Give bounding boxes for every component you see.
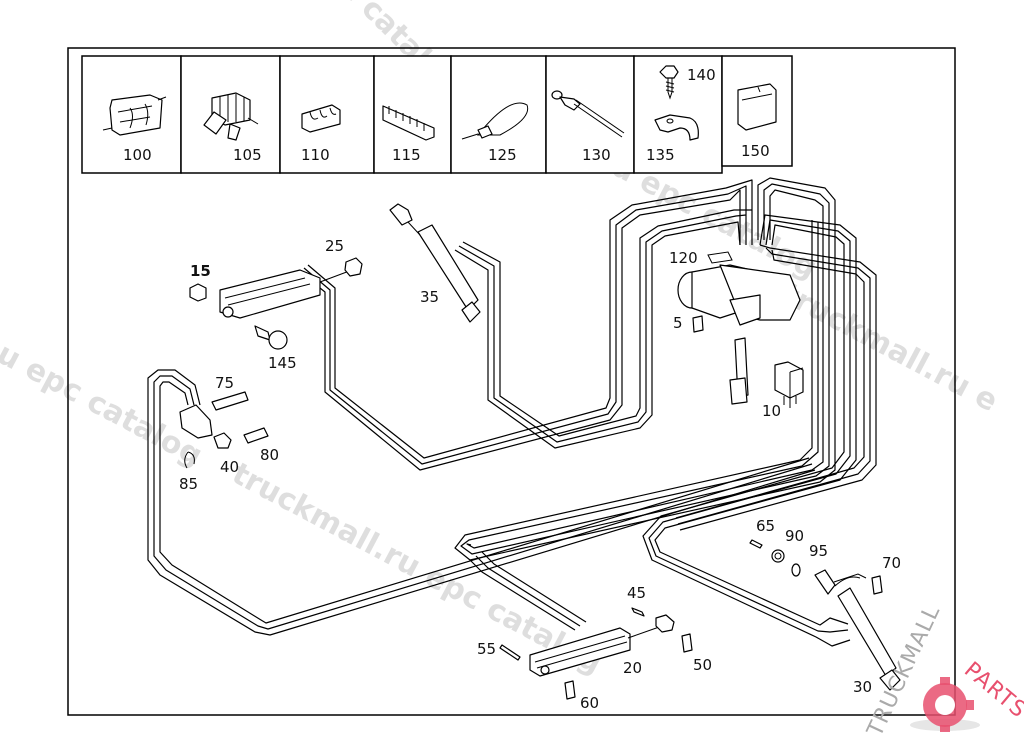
pipe-run — [642, 214, 857, 647]
legend-cell-125 — [450, 55, 547, 174]
clip-70 — [833, 573, 883, 595]
watermark-text: truckmall.ru e — [776, 276, 1003, 419]
legend-label-105: 105 — [233, 146, 262, 164]
hydraulic-lines — [147, 177, 877, 647]
screw-140-icon — [659, 65, 679, 100]
part-120 — [707, 251, 733, 264]
pin-65 — [749, 539, 763, 549]
callout-55: 55 — [477, 640, 496, 658]
legend-label-140: 140 — [687, 66, 716, 84]
callout-40: 40 — [220, 458, 239, 476]
callout-90: 90 — [785, 527, 804, 545]
cylinder-35 — [389, 203, 481, 323]
legend-label-100: 100 — [123, 146, 152, 164]
pin-45 — [631, 607, 645, 617]
nut-15 — [189, 283, 207, 302]
hydraulic-unit-5 — [677, 264, 801, 405]
cable-tie-125-icon — [461, 102, 529, 140]
legend-label-125: 125 — [488, 146, 517, 164]
legend-label-150: 150 — [741, 142, 770, 160]
legend-cell-105 — [180, 55, 281, 174]
callout-50: 50 — [693, 656, 712, 674]
callout-65: 65 — [756, 517, 775, 535]
pipe-run — [454, 177, 836, 561]
callout-85: 85 — [179, 475, 198, 493]
legend-label-130: 130 — [582, 146, 611, 164]
pipe-run — [147, 369, 816, 636]
diagram-frame — [67, 47, 956, 716]
clip-60 — [564, 680, 576, 700]
cylinder-20 — [529, 614, 675, 677]
pipe-run — [469, 551, 587, 631]
callout-95: 95 — [809, 542, 828, 560]
clip-150-icon — [737, 83, 777, 131]
clip-105-icon — [203, 92, 259, 141]
pin-75 — [211, 391, 249, 411]
pin-80 — [243, 427, 269, 444]
clip-100-icon — [102, 94, 167, 136]
legend-label-135: 135 — [646, 146, 675, 164]
bushing-90 — [771, 549, 785, 563]
callout-120: 120 — [669, 249, 698, 267]
legend-label-110: 110 — [301, 146, 330, 164]
callout-5: 5 — [673, 314, 683, 332]
pin-55 — [499, 644, 521, 661]
callout-35: 35 — [420, 288, 439, 306]
clip-50 — [681, 633, 693, 653]
legend-strip: 100 105 110 115 125 — [81, 55, 793, 174]
cable-tie-130-icon — [551, 90, 625, 138]
callout-75: 75 — [215, 374, 234, 392]
callout-10: 10 — [762, 402, 781, 420]
callout-145: 145 — [268, 354, 297, 372]
holder-110-icon — [301, 104, 341, 133]
callout-70: 70 — [882, 554, 901, 572]
watermark-text: u epc catalog — [0, 336, 208, 473]
cylinder-25 — [219, 257, 363, 319]
logo-text-right: PARTS — [959, 657, 1024, 723]
callout-15: 15 — [190, 262, 211, 280]
callout-80: 80 — [260, 446, 279, 464]
pipe-run — [454, 209, 752, 449]
pipe-clamp-135-icon — [654, 114, 699, 141]
callout-60: 60 — [580, 694, 599, 712]
pipe-run — [299, 179, 753, 471]
callout-25: 25 — [325, 237, 344, 255]
cylinder-30 — [814, 569, 901, 691]
callouts: 5 10 15 20 25 30 35 40 45 50 55 60 65 70… — [179, 237, 901, 712]
circlip-85 — [184, 451, 195, 469]
pipe-run — [675, 244, 877, 531]
relay-10 — [774, 361, 804, 408]
valve-40 — [179, 404, 232, 449]
holder-115-icon — [382, 105, 435, 141]
callout-20: 20 — [623, 659, 642, 677]
bolt-145 — [254, 325, 288, 350]
callout-30: 30 — [853, 678, 872, 696]
watermark-text: truckmall.ru epc catalog — [226, 456, 607, 681]
washer-95 — [791, 563, 801, 577]
gear-icon — [923, 677, 974, 732]
callout-45: 45 — [627, 584, 646, 602]
legend-label-115: 115 — [392, 146, 421, 164]
